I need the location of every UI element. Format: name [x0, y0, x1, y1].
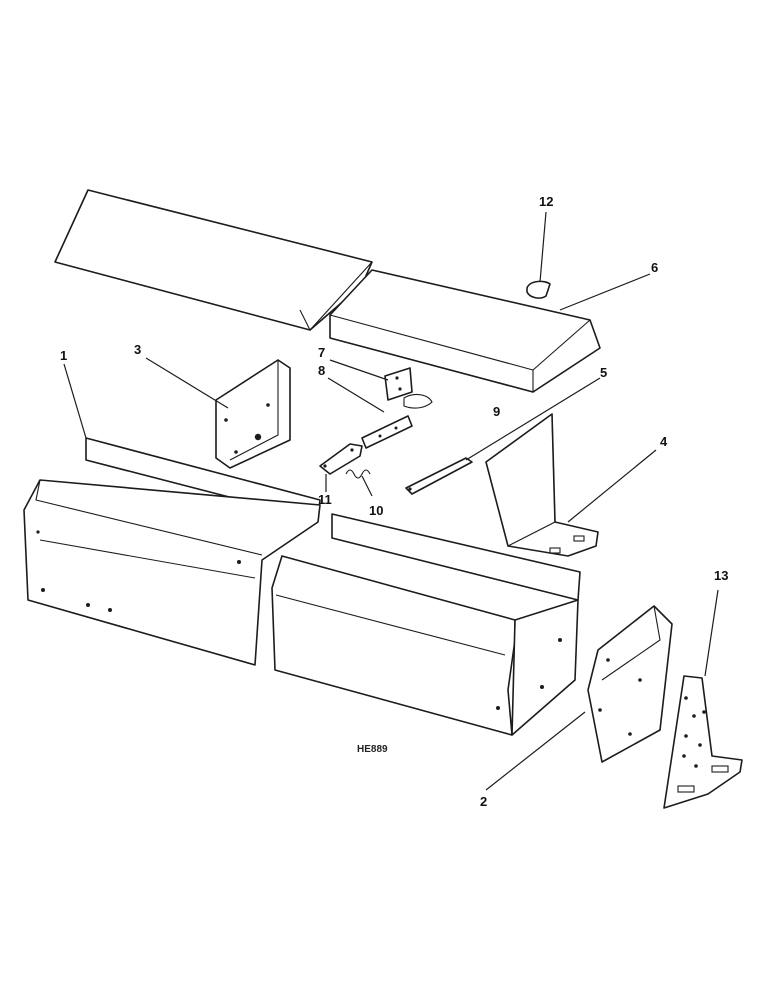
clip-part-12 [526, 280, 551, 299]
callout-11: 11 [318, 492, 332, 507]
lid-right [329, 269, 601, 393]
hinge-part-8 [361, 393, 433, 449]
trough-left-part-1 [23, 437, 321, 666]
figure-reference-code: HE889 [357, 744, 388, 755]
callout-1: 1 [60, 348, 67, 363]
callout-13: 13 [714, 568, 728, 583]
callout-5: 5 [600, 365, 607, 380]
trough-right-part-2 [271, 513, 581, 736]
callout-7: 7 [318, 345, 325, 360]
lid-left [54, 189, 373, 331]
leader-lines [63, 211, 719, 791]
bracket-part-3 [215, 359, 291, 469]
gusset-part-13 [663, 675, 743, 809]
plate-part-4 [485, 413, 599, 557]
callout-12: 12 [539, 194, 553, 209]
latch-part-11 [319, 443, 363, 475]
callout-3: 3 [134, 342, 141, 357]
callout-2: 2 [480, 794, 487, 809]
callout-4: 4 [660, 434, 668, 449]
bracket-part-7 [384, 367, 413, 401]
strap-part-5 [405, 457, 473, 495]
spring-part-10 [345, 469, 371, 479]
callout-9: 9 [493, 404, 500, 419]
callout-6: 6 [651, 260, 658, 275]
end-plate-part-2 [587, 605, 673, 763]
callout-8: 8 [318, 363, 325, 378]
callout-10: 10 [369, 503, 383, 518]
